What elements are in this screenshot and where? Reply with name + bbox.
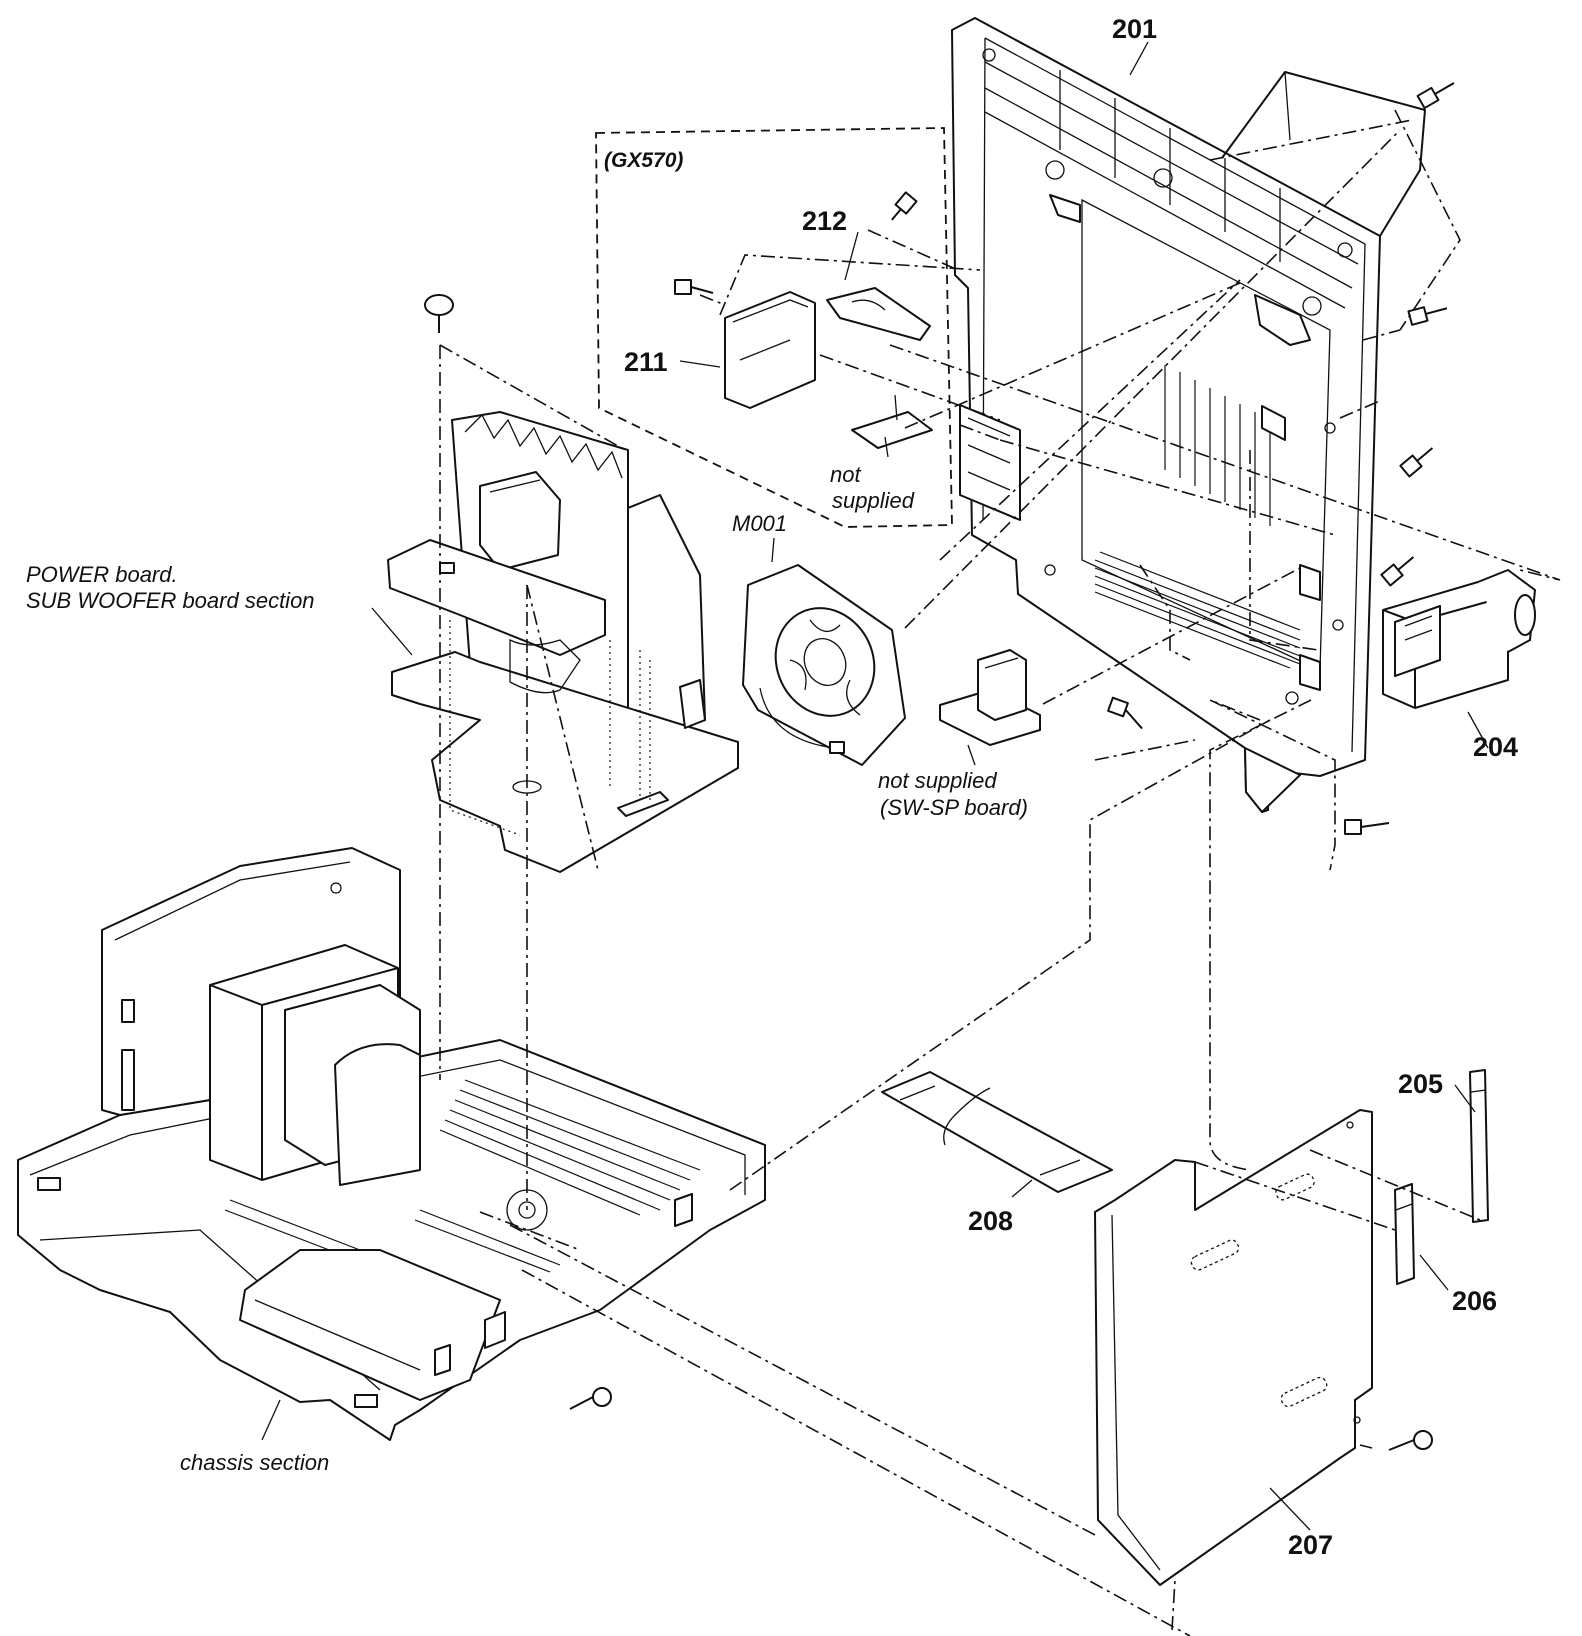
- screw-icon: [1399, 447, 1434, 478]
- part-label-m001: M001: [732, 511, 787, 536]
- sw-sp-board: [939, 649, 1041, 746]
- transformer-icon: [209, 944, 421, 1186]
- not-supplied-label-1a: not: [830, 462, 861, 487]
- power-board-label: POWER board.: [26, 562, 178, 587]
- rear-panel-201: [951, 17, 1426, 813]
- chassis-section: [17, 847, 766, 1441]
- chassis-section-label: chassis section: [180, 1450, 329, 1475]
- screw-icon: [1107, 696, 1143, 730]
- part-204-connector: [1382, 569, 1536, 709]
- not-supplied-label-2a: not supplied: [878, 768, 997, 793]
- part-208-flat-cable: [881, 1071, 1113, 1193]
- part-205-strip: [1469, 1069, 1489, 1223]
- power-subwoofer-board: [387, 411, 739, 873]
- part-207-panel: [1094, 1109, 1373, 1586]
- leader-lines: [261, 41, 1489, 1531]
- screw-icon: [1388, 1430, 1433, 1451]
- not-supplied-label-1b: supplied: [832, 488, 915, 513]
- screw-icon: [1416, 82, 1455, 110]
- fan-icon: [742, 564, 906, 766]
- assembly-lines: [439, 109, 1561, 1636]
- part-label-201: 201: [1112, 14, 1157, 44]
- screw-icon: [674, 279, 714, 295]
- not-supplied-bracket: [851, 394, 933, 449]
- part-label-208: 208: [968, 1206, 1013, 1236]
- part-label-211: 211: [624, 347, 668, 377]
- part-label-204: 204: [1473, 732, 1518, 762]
- part-label-212: 212: [802, 206, 847, 236]
- part-label-205: 205: [1398, 1069, 1443, 1099]
- gx570-option-box: (GX570): [595, 127, 953, 528]
- screw-icon: [569, 1387, 612, 1410]
- screw-icon: [424, 294, 454, 333]
- part-211-board: [724, 291, 816, 409]
- part-206-strip: [1394, 1183, 1415, 1285]
- not-supplied-label-2b: (SW-SP board): [880, 795, 1028, 820]
- screw-icon: [891, 191, 918, 221]
- screw-icon: [1407, 306, 1448, 326]
- part-label-207: 207: [1288, 1530, 1333, 1560]
- part-212-flat-cable: [826, 287, 931, 341]
- part-label-206: 206: [1452, 1286, 1497, 1316]
- screw-icon: [1380, 556, 1415, 587]
- screw-icon: [1344, 819, 1390, 835]
- subwoofer-board-label: SUB WOOFER board section: [26, 588, 315, 613]
- gx570-label: (GX570): [604, 149, 683, 172]
- labels: 201 204 205 206 207 208 211 212 M001 not…: [26, 14, 1518, 1560]
